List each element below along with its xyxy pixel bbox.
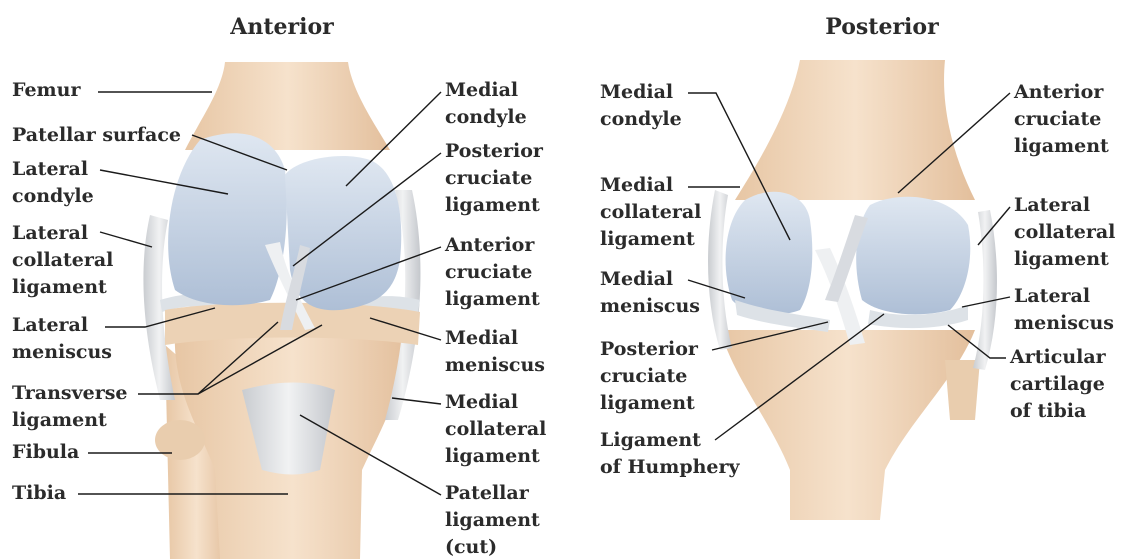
label-anterior-cruciate-posterior: Anterior cruciate ligament bbox=[1013, 81, 1110, 157]
label-lateral-meniscus-posterior: Lateral meniscus bbox=[1014, 285, 1114, 334]
anterior-knee-illustration bbox=[143, 62, 420, 559]
label-patellar-surface: Patellar surface bbox=[12, 124, 181, 146]
anterior-panel: Anterior bbox=[12, 14, 553, 559]
label-medial-meniscus-posterior: Medial meniscus bbox=[600, 268, 700, 317]
label-anterior-cruciate-anterior: Anterior cruciate ligament bbox=[444, 234, 541, 310]
posterior-knee-illustration bbox=[708, 60, 997, 520]
posterior-title: Posterior bbox=[825, 14, 939, 40]
label-lateral-condyle: Lateral condyle bbox=[12, 158, 95, 207]
label-articular-cartilage: Articular cartilage of tibia bbox=[1009, 346, 1112, 422]
anterior-title: Anterior bbox=[229, 14, 334, 40]
label-medial-condyle-posterior: Medial condyle bbox=[600, 81, 682, 130]
label-femur: Femur bbox=[12, 79, 81, 101]
label-posterior-cruciate-anterior: Posterior cruciate ligament bbox=[445, 140, 550, 216]
label-medial-condyle-anterior: Medial condyle bbox=[445, 79, 527, 128]
label-patellar-ligament: Patellar ligament (cut) bbox=[445, 482, 546, 558]
label-transverse-ligament: Transverse ligament bbox=[12, 382, 134, 431]
label-medial-meniscus-anterior: Medial meniscus bbox=[445, 327, 545, 376]
label-lateral-collateral-posterior: Lateral collateral ligament bbox=[1014, 194, 1122, 270]
label-lateral-meniscus: Lateral meniscus bbox=[12, 314, 112, 363]
label-posterior-cruciate-posterior: Posterior cruciate ligament bbox=[600, 338, 705, 414]
label-fibula: Fibula bbox=[12, 441, 79, 463]
label-medial-collateral-anterior: Medial collateral ligament bbox=[445, 391, 553, 467]
leader-lateral-collateral-ligament bbox=[100, 232, 152, 247]
label-tibia: Tibia bbox=[12, 482, 66, 504]
label-medial-collateral-posterior: Medial collateral ligament bbox=[600, 174, 708, 250]
posterior-panel: Posterior Medial condyle bbox=[600, 14, 1122, 520]
